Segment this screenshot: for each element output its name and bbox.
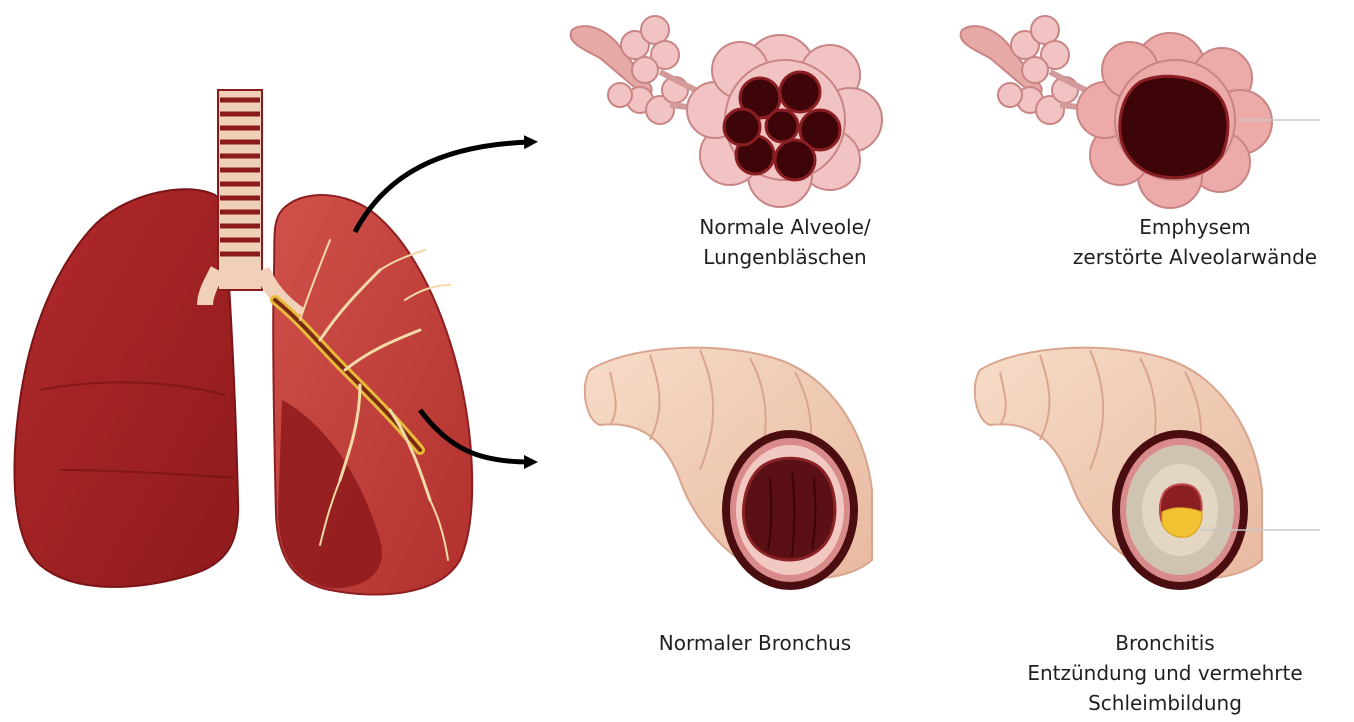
lungs-illustration (15, 90, 473, 595)
caption-bronchitis-line-2: Entzündung und vermehrte (980, 658, 1350, 688)
caption-normal-alveole-line-1: Normale Alveole/ (640, 212, 930, 242)
emphysema-illustration (961, 16, 1320, 208)
caption-bronchitis: Bronchitis Entzündung und vermehrte Schl… (980, 628, 1350, 718)
bronchus-lumen (744, 458, 835, 560)
caption-normal-alveole: Normale Alveole/ Lungenbläschen (640, 212, 930, 272)
caption-normal-bronchus: Normaler Bronchus (600, 628, 910, 658)
caption-bronchitis-line-3: Schleimbildung (980, 688, 1350, 718)
bronchitis-illustration (975, 348, 1320, 590)
emphysema-cavity (1120, 76, 1228, 177)
caption-emphysem-line-1: Emphysem (1040, 212, 1350, 242)
caption-emphysem-line-2: zerstörte Alveolarwände (1040, 242, 1350, 272)
caption-bronchitis-line-1: Bronchitis (980, 628, 1350, 658)
caption-normal-bronchus-line-1: Normaler Bronchus (600, 628, 910, 658)
normal-alveoli-illustration (571, 16, 882, 207)
normal-bronchus-illustration (585, 348, 872, 590)
caption-normal-alveole-line-2: Lungenbläschen (640, 242, 930, 272)
caption-emphysem: Emphysem zerstörte Alveolarwände (1040, 212, 1350, 272)
